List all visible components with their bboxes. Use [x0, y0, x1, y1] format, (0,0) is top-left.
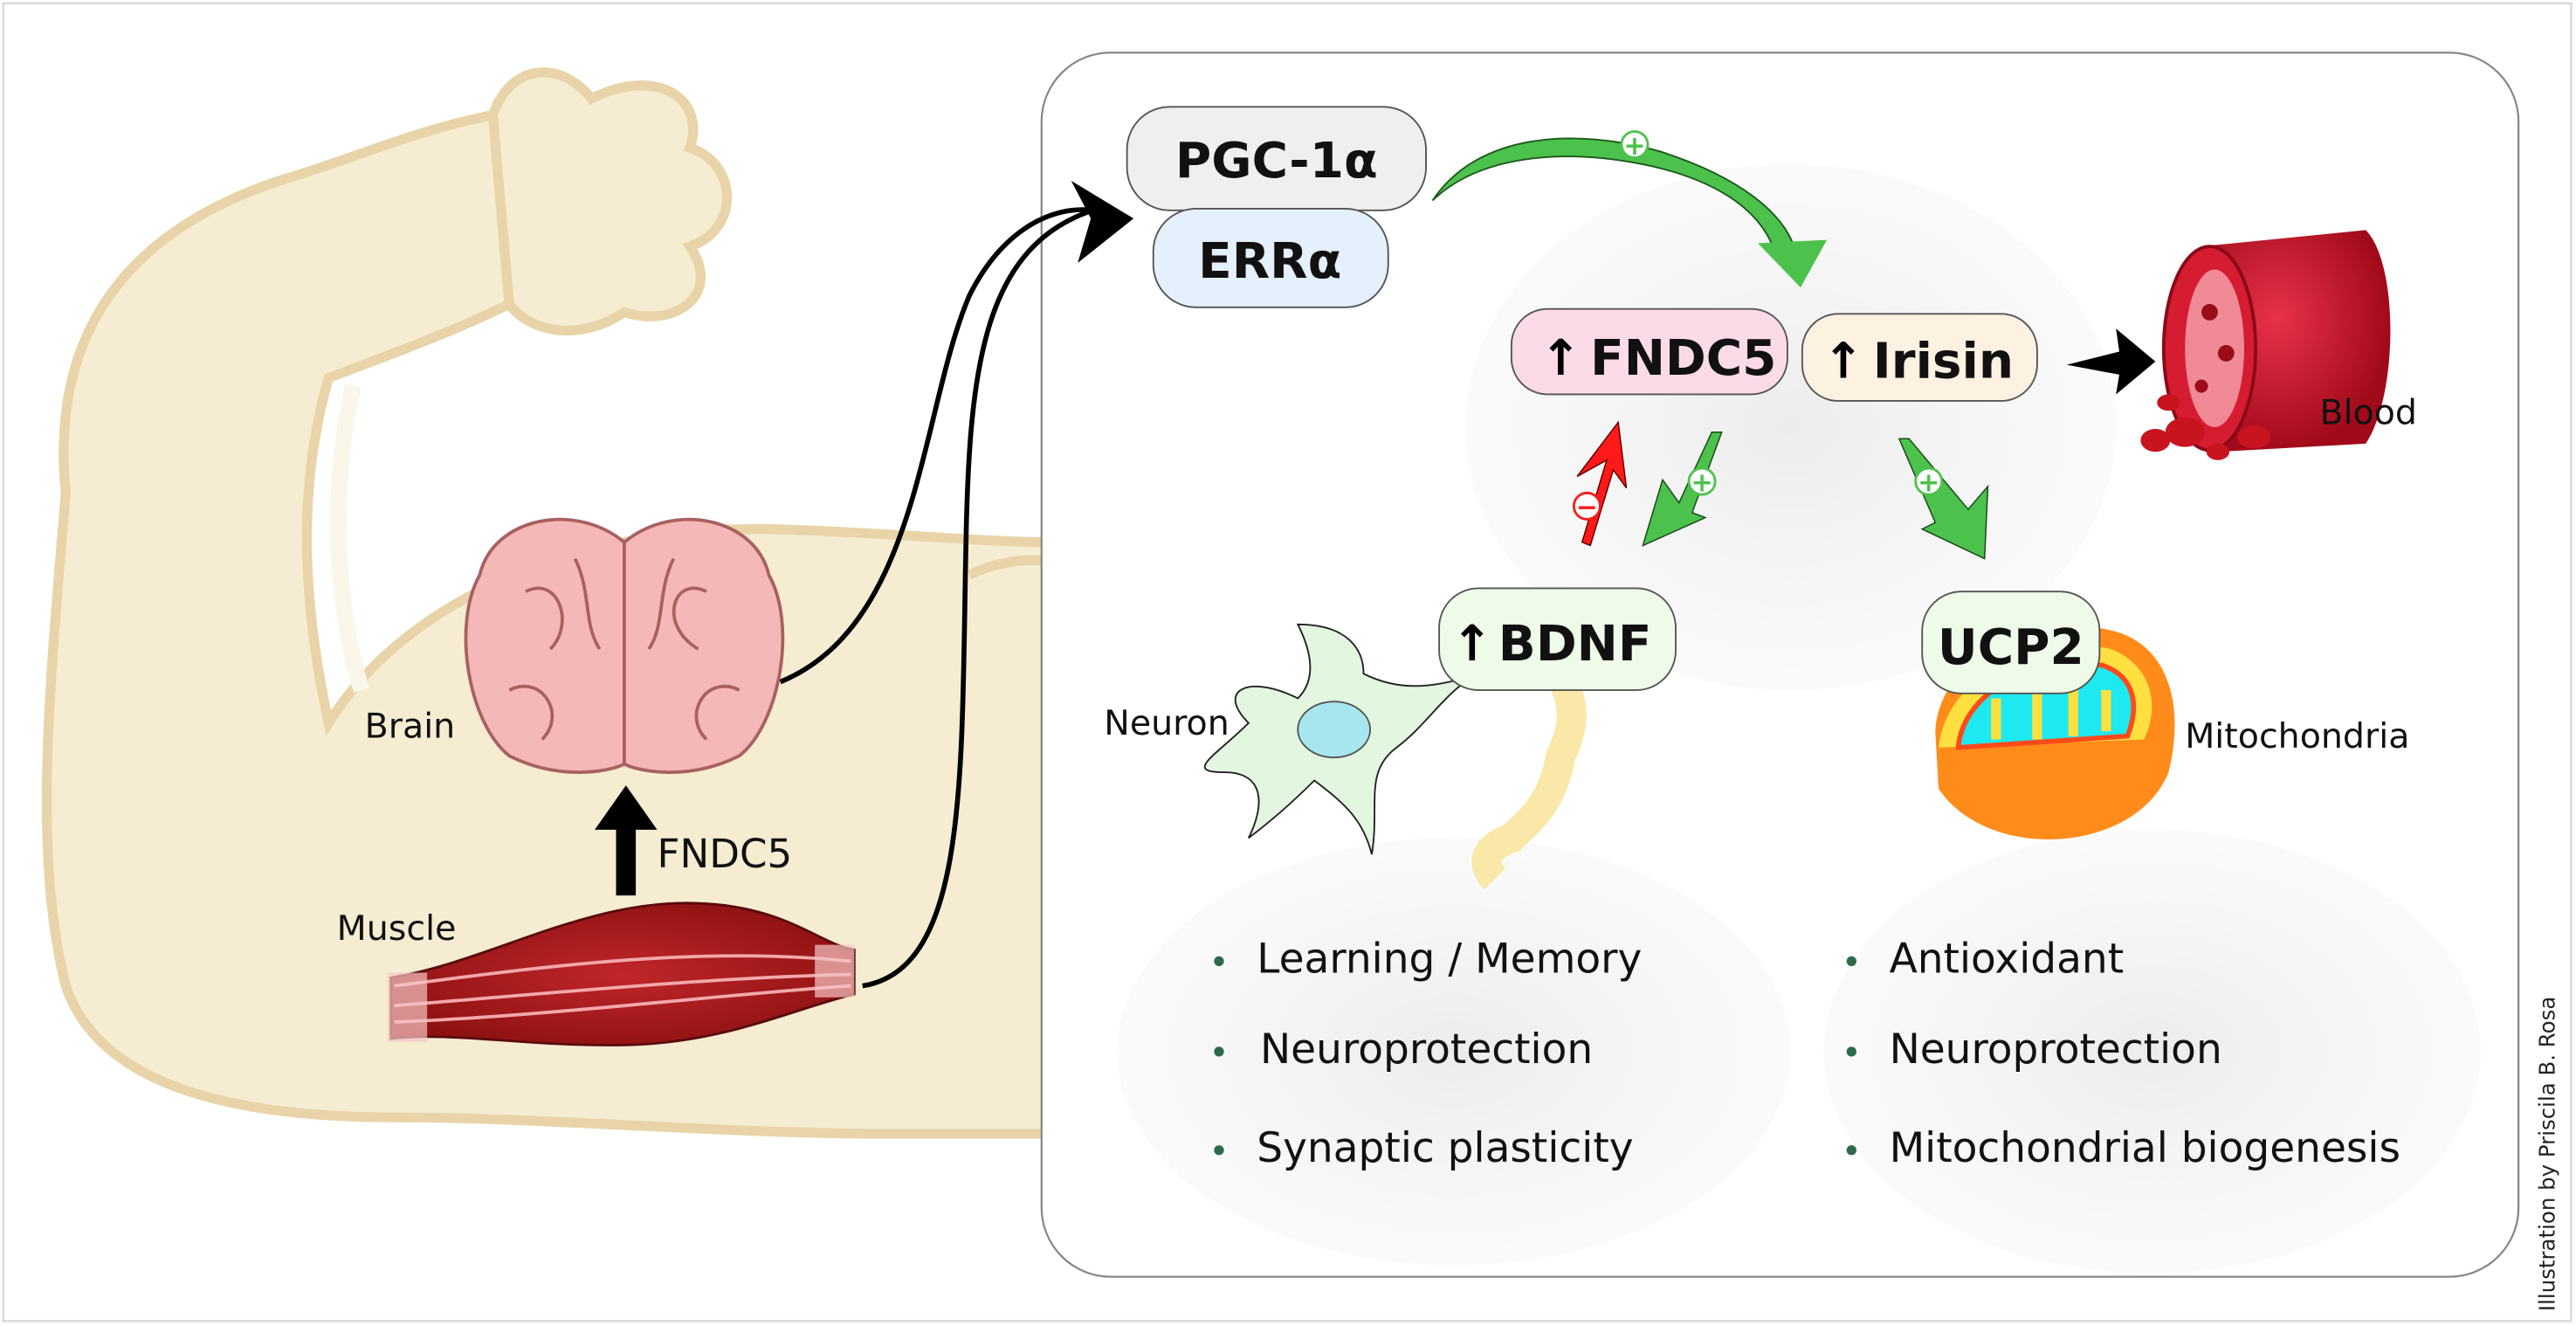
- lower-left-background-blob: [1117, 838, 1791, 1266]
- mitochondrial-effects-list: Antioxidant Neuroprotection Mitochondria…: [1846, 936, 2400, 1172]
- erra-label: ERRα: [1198, 233, 1341, 290]
- plus-sign: +: [1918, 467, 1939, 498]
- erra-box: [1152, 207, 1389, 308]
- up-arrow-icon: ↑: [1451, 616, 1492, 673]
- plus-badge: [1914, 466, 1944, 496]
- up-arrow-icon: ↑: [1822, 334, 1863, 390]
- muscle-to-pgc-connector: [862, 208, 1094, 989]
- effect-item: Learning / Memory: [1257, 936, 1642, 984]
- fndc5-box: [1510, 307, 1788, 396]
- ucp2-label: UCP2: [1938, 619, 2084, 676]
- neuron-label: Neuron: [1104, 703, 1229, 743]
- brain-to-pgc-connector: [779, 207, 1093, 685]
- mitochondria-label: Mitochondria: [2185, 716, 2409, 756]
- minus-badge: [1572, 491, 1601, 521]
- minus-sign: −: [1576, 493, 1598, 523]
- arrowhead-to-pgc: [1071, 180, 1134, 263]
- fndc5-label: FNDC5: [1590, 330, 1776, 387]
- pgc1a-label: PGC-1α: [1175, 133, 1378, 190]
- effect-item: Neuroprotection: [1260, 1026, 1593, 1074]
- irisin-box: [1801, 313, 2038, 402]
- blood-label: Blood: [2320, 392, 2417, 432]
- muscle-label: Muscle: [337, 908, 457, 949]
- plus-badge: [1620, 130, 1650, 159]
- bdnf-box: [1438, 587, 1677, 691]
- effect-item: Antioxidant: [1890, 936, 2125, 984]
- neuronal-effects-list: Learning / Memory Neuroprotection Synapt…: [1214, 936, 1642, 1172]
- plus-sign: +: [1623, 131, 1645, 162]
- arrow-to-blood: [2066, 328, 2156, 395]
- brain-label: Brain: [365, 707, 456, 747]
- effect-item: Mitochondrial biogenesis: [1890, 1124, 2400, 1172]
- green-arrow-to-ucp2: [1898, 438, 1989, 560]
- effect-item: Neuroprotection: [1890, 1026, 2222, 1074]
- ucp2-box: [1921, 590, 2101, 694]
- illustration-credit: Illustration by Priscila B. Rosa: [2535, 997, 2560, 1311]
- upper-background-blob: [1465, 164, 2117, 691]
- up-arrow-to-brain: [595, 785, 658, 896]
- up-arrow-icon: ↑: [1540, 330, 1581, 387]
- green-arrow-to-bdnf: [1642, 431, 1723, 547]
- effect-item: Synaptic plasticity: [1257, 1124, 1633, 1172]
- red-inhibitory-arrow: [1576, 420, 1628, 547]
- plus-badge: [1687, 466, 1717, 496]
- neuron-illustration: [1203, 623, 1587, 890]
- brain-illustration: [464, 517, 785, 774]
- bdnf-label: BDNF: [1498, 616, 1652, 673]
- irisin-label: Irisin: [1873, 334, 2014, 390]
- fndc5-arrow-label: FNDC5: [658, 831, 793, 877]
- blood-vessel-illustration: [2140, 230, 2391, 460]
- green-arc-arrowhead: [1758, 239, 1828, 288]
- lower-right-background-blob: [1823, 829, 2481, 1274]
- muscle-illustration: [388, 901, 856, 1046]
- plus-sign: +: [1691, 467, 1713, 498]
